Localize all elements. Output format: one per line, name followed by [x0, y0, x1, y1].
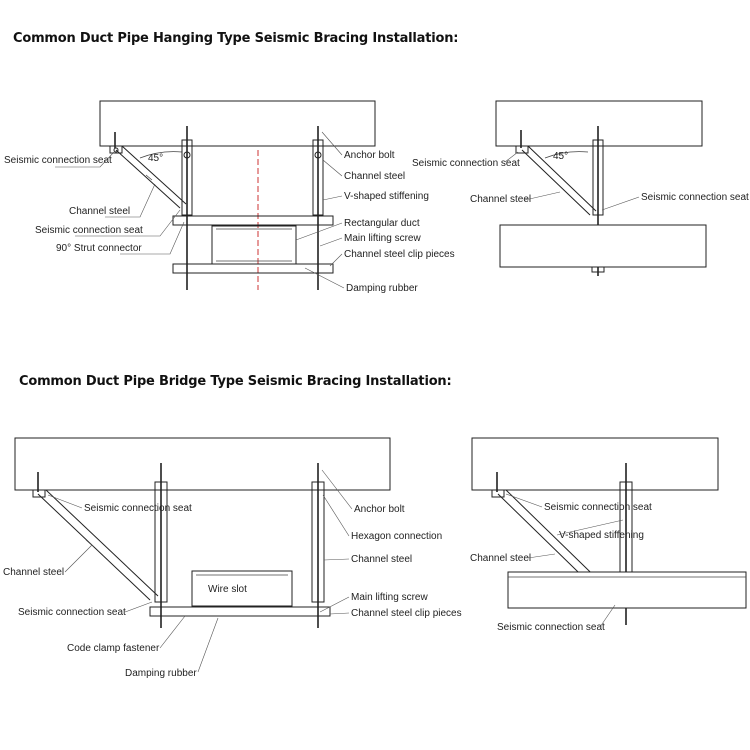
label-channel-steel-left: Channel steel: [3, 567, 64, 578]
label-rect-duct: Rectangular duct: [344, 218, 420, 229]
label-main-screw: Main lifting screw: [351, 592, 428, 603]
label-clip-pieces: Channel steel clip pieces: [351, 608, 462, 619]
ceiling-slab: [495, 100, 703, 147]
seismic-seat-top: [32, 472, 46, 498]
wire-slot-tray: [191, 570, 293, 607]
label-seismic-seat-top: Seismic connection seat: [544, 502, 652, 513]
main-lifting-screw-left: [181, 126, 193, 290]
label-anchor-bolt: Anchor bolt: [354, 504, 405, 515]
label-v-shaped: V-shaped stiffening: [344, 191, 429, 202]
upper-channel: [172, 215, 334, 226]
label-seismic-seat-top: Seismic connection seat: [4, 155, 112, 166]
label-hexagon: Hexagon connection: [351, 531, 442, 542]
seismic-seat-top: [109, 132, 123, 154]
section-title-hanging: Common Duct Pipe Hanging Type Seismic Br…: [13, 31, 459, 46]
section-title-bridge: Common Duct Pipe Bridge Type Seismic Bra…: [19, 374, 452, 389]
label-seismic-seat-bottom: Seismic connection seat: [18, 607, 126, 618]
rectangular-duct: [211, 225, 297, 265]
label-seismic-seat-bottom: Seismic connection seat: [35, 225, 143, 236]
angle-label: 45°: [553, 151, 568, 162]
duct-side: [499, 224, 707, 268]
hanging-side-diagram: 45° Seismic connection seat Channel stee…: [412, 100, 749, 276]
label-main-screw: Main lifting screw: [344, 233, 421, 244]
label-channel-steel-left: Channel steel: [69, 206, 130, 217]
seismic-seat-top: [491, 472, 505, 498]
hanging-front-diagram: 45° Seismic connection seat Channel stee…: [4, 100, 455, 294]
label-channel-steel-right: Channel steel: [351, 554, 412, 565]
bridge-front-diagram: Wire slot Seismic connection seat Channe…: [3, 437, 462, 679]
seismic-seat-top: [515, 130, 529, 154]
label-channel-steel-right: Channel steel: [344, 171, 405, 182]
angle-arc: [544, 151, 589, 159]
label-seismic-seat-top: Seismic connection seat: [84, 503, 192, 514]
diagonal-channel-steel: [37, 489, 159, 601]
diagonal-channel-steel: [115, 145, 187, 209]
label-damping: Damping rubber: [125, 668, 197, 679]
ceiling-slab: [471, 437, 719, 491]
tray-side: [507, 571, 747, 609]
main-lifting-screw-left: [154, 463, 168, 628]
label-seismic-seat-right: Seismic connection seat: [641, 192, 749, 203]
label-damping: Damping rubber: [346, 283, 418, 294]
label-channel-steel: Channel steel: [470, 553, 531, 564]
angle-arc: [139, 151, 183, 159]
label-code-clamp: Code clamp fastener: [67, 643, 160, 654]
label-channel-steel: Channel steel: [470, 194, 531, 205]
label-wire-slot: Wire slot: [208, 584, 247, 595]
bottom-channel: [149, 606, 331, 617]
label-anchor-bolt: Anchor bolt: [344, 150, 395, 161]
lower-channel: [172, 263, 334, 274]
ceiling-slab: [99, 100, 376, 147]
label-clip-pieces: Channel steel clip pieces: [344, 249, 455, 260]
label-v-shaped: V-shaped stiffening: [559, 530, 644, 541]
angle-label: 45°: [148, 153, 163, 164]
bridge-side-diagram: Seismic connection seat V-shaped stiffen…: [470, 437, 747, 633]
main-lifting-screw-right: [311, 463, 325, 628]
label-strut-connector: 90° Strut connector: [56, 243, 142, 254]
label-seismic-seat-bottom: Seismic connection seat: [497, 622, 605, 633]
diagonal-channel-steel: [521, 145, 597, 216]
label-seismic-seat-top: Seismic connection seat: [412, 158, 520, 169]
main-lifting-screw-right: [312, 126, 324, 290]
ceiling-slab: [14, 437, 391, 491]
